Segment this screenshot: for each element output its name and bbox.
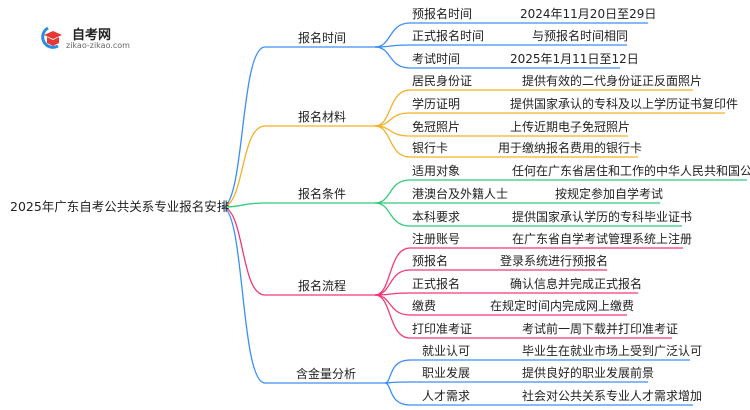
leaf-connector xyxy=(384,381,648,384)
branch-label: 报名流程 xyxy=(298,279,347,293)
leaf-label: 预报名 xyxy=(412,254,449,268)
leaf-connector xyxy=(374,89,693,127)
leaf-value: 提供有效的二代身份证正反面照片 xyxy=(522,74,703,88)
leaf-connector xyxy=(374,247,683,296)
leaf-label: 考试时间 xyxy=(412,52,461,66)
leaf-label: 注册账号 xyxy=(412,232,461,246)
leaf-label: 居民身份证 xyxy=(412,74,473,88)
leaf-value: 任何在广东省居住和工作的中华人民共和国公民 xyxy=(512,164,750,178)
leaf-connector xyxy=(374,125,638,158)
leaf-connector xyxy=(374,294,672,339)
leaf-connector xyxy=(374,112,725,127)
leaf-label: 免冠照片 xyxy=(412,120,461,134)
leaf-connector xyxy=(384,359,690,384)
leaf-label: 银行卡 xyxy=(412,141,449,155)
root-node: 2025年广东自考公共关系专业报名安排 xyxy=(10,199,230,214)
leaf-label: 缴费 xyxy=(412,299,437,313)
branch-connector xyxy=(221,202,375,208)
branch-label: 含金量分析 xyxy=(296,367,357,381)
leaf-value: 用于缴纳报名费用的银行卡 xyxy=(498,141,643,155)
leaf-value: 提供国家承认学历的专科毕业证书 xyxy=(512,210,693,224)
leaf-value: 登录系统进行预报名 xyxy=(500,254,609,268)
leaf-value: 毕业生在就业市场上受到广泛认可 xyxy=(522,344,703,358)
branch-connector xyxy=(221,125,375,208)
leaf-value: 考试前一周下载并打印准考证 xyxy=(522,322,679,336)
leaf-label: 正式报名时间 xyxy=(412,29,485,43)
branch-label: 报名材料 xyxy=(298,110,347,124)
branch-label: 报名条件 xyxy=(298,187,347,201)
leaf-label: 正式报名 xyxy=(412,277,461,291)
leaf-value: 确认信息并完成正式报名 xyxy=(510,277,643,291)
leaf-value: 提供良好的职业发展前景 xyxy=(522,366,655,380)
leaf-label: 打印准考证 xyxy=(412,322,473,336)
leaf-connector xyxy=(374,44,627,48)
leaf-connector xyxy=(374,179,747,204)
leaf-value: 2025年1月11日至12日 xyxy=(510,52,639,66)
leaf-label: 职业发展 xyxy=(422,366,471,380)
leaf-label: 预报名时间 xyxy=(412,7,473,21)
leaf-value: 在规定时间内完成网上缴费 xyxy=(490,299,635,313)
leaf-value: 在广东省自学考试管理系统上注册 xyxy=(512,232,693,246)
leaf-label: 本科要求 xyxy=(412,210,461,224)
leaf-connector xyxy=(374,202,682,227)
leaf-value: 提供国家承认的专科及以上学历证书复印件 xyxy=(510,97,739,111)
leaf-connector xyxy=(374,269,607,296)
leaf-value: 与预报名时间相同 xyxy=(532,29,629,43)
leaf-label: 人才需求 xyxy=(422,389,471,403)
leaf-value: 2024年11月20日至29日 xyxy=(520,7,657,21)
branch-connector xyxy=(221,206,385,384)
leaf-label: 就业认可 xyxy=(422,344,471,358)
leaf-value: 上传近期电子免冠照片 xyxy=(510,120,631,134)
logo-title: 自考网 xyxy=(72,28,112,43)
logo-url: zikao-zikao.com xyxy=(66,41,130,50)
leaf-value: 按规定参加自学考试 xyxy=(555,187,664,201)
branch-connector xyxy=(221,206,375,296)
branch-connector xyxy=(221,46,375,208)
leaf-label: 学历证明 xyxy=(412,97,461,111)
leaf-connector xyxy=(374,292,638,296)
leaf-label: 适用对象 xyxy=(412,164,461,178)
logo-icon xyxy=(41,26,62,49)
leaf-connector xyxy=(384,382,693,406)
leaf-value: 社会对公共关系专业人才需求增加 xyxy=(522,389,703,403)
leaf-connector xyxy=(374,22,648,48)
leaf-connector xyxy=(374,46,620,69)
branch-label: 报名时间 xyxy=(298,31,347,45)
leaf-label: 港澳台及外籍人士 xyxy=(412,187,509,201)
